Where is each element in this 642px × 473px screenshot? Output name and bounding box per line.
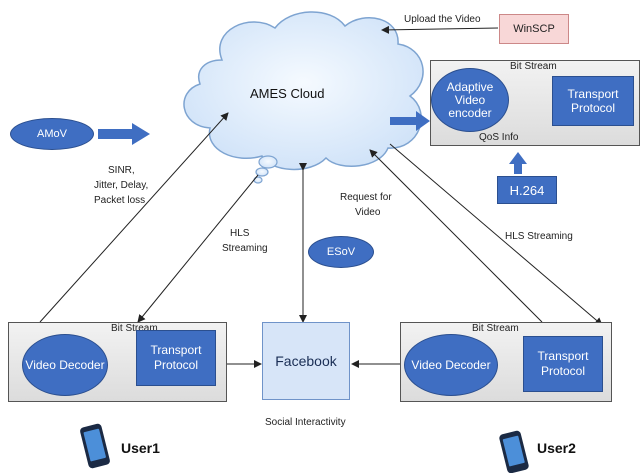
sinr-label: SINR, xyxy=(108,165,135,176)
user1-decoder-label: Video Decoder xyxy=(25,357,105,372)
winscp-box: WinSCP xyxy=(499,14,569,44)
user2-transport-protocol: Transport Protocol xyxy=(523,336,603,392)
cloud-label: AMES Cloud xyxy=(250,86,325,101)
hls-right-label: HLS Streaming xyxy=(505,231,573,242)
packet-loss-label: Packet loss xyxy=(94,195,146,206)
upload-label: Upload the Video xyxy=(404,14,481,25)
request-video-arrow xyxy=(369,149,543,323)
user2-transport-label: Transport Protocol xyxy=(537,349,589,378)
hls-left-label-2: Streaming xyxy=(222,243,268,254)
esov-ellipse: ESoV xyxy=(308,236,374,268)
user1-phone-icon xyxy=(80,423,110,469)
right-bitstream-label: Bit Stream xyxy=(472,323,519,334)
qos-label: QoS Info xyxy=(479,132,519,143)
adaptive-video-encoder: Adaptive Video encoder xyxy=(431,68,509,132)
facebook-box: Facebook xyxy=(262,322,350,400)
encoder-transport-label: Transport Protocol xyxy=(567,87,619,115)
amov-ellipse: AMoV xyxy=(10,118,94,150)
user2-phone-icon xyxy=(499,430,529,473)
hls-left-label-1: HLS xyxy=(230,228,250,239)
social-interactivity-label: Social Interactivity xyxy=(265,417,346,428)
user2-decoder-label: Video Decoder xyxy=(411,357,491,372)
request-label-2: Video xyxy=(355,207,381,218)
winscp-label: WinSCP xyxy=(513,23,555,35)
facebook-label: Facebook xyxy=(275,353,337,369)
user1-transport-label: Transport Protocol xyxy=(150,343,202,372)
amov-label: AMoV xyxy=(37,128,67,140)
user1-uplink-arrow xyxy=(39,112,229,323)
h264-up-arrow xyxy=(509,152,527,174)
encoder-label: Adaptive Video encoder xyxy=(446,79,494,120)
hls-left-arrow xyxy=(137,174,259,323)
jitter-label: Jitter, Delay, xyxy=(94,180,149,191)
user1-label: User1 xyxy=(121,440,160,456)
encoder-transport-protocol: Transport Protocol xyxy=(552,76,634,126)
encoder-bitstream-label: Bit Stream xyxy=(510,61,557,72)
amov-arrow xyxy=(98,123,150,145)
hls-right-arrow xyxy=(389,143,603,326)
user2-video-decoder: Video Decoder xyxy=(404,334,498,396)
request-label-1: Request for xyxy=(340,192,392,203)
user1-video-decoder: Video Decoder xyxy=(22,334,108,396)
ames-cloud-shape xyxy=(183,11,424,184)
user1-transport-protocol: Transport Protocol xyxy=(136,330,216,386)
esov-label: ESoV xyxy=(326,246,356,258)
cloud-to-encoder-arrow xyxy=(390,111,430,131)
upload-arrow xyxy=(381,25,499,34)
left-bitstream-label: Bit Stream xyxy=(111,323,158,334)
h264-box: H.264 xyxy=(497,176,557,204)
user2-label: User2 xyxy=(537,440,576,456)
h264-label: H.264 xyxy=(509,182,545,198)
